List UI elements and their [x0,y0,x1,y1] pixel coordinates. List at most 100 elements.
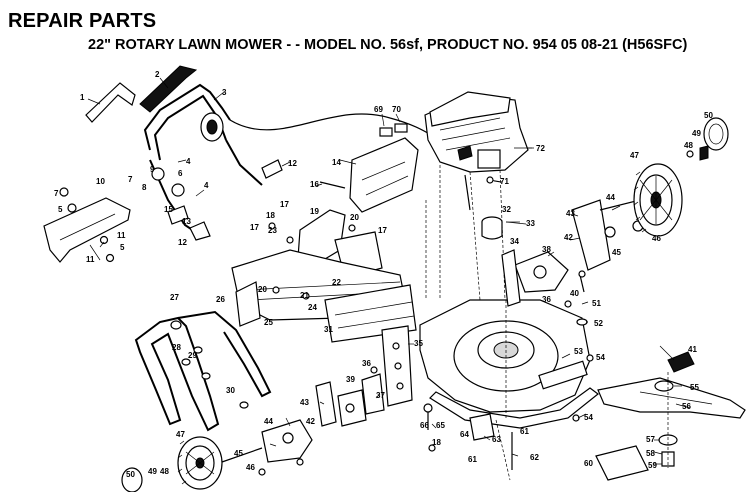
front-axle [599,199,641,211]
callout-47a: 47 [630,151,639,160]
part-callouts: 1 2 3 4 4 5 5 6 7 7 8 9 10 11 11 12 12 1… [54,70,713,479]
callout-69: 69 [374,105,383,114]
rear-bracket-plate [43,197,131,263]
callout-12b: 12 [178,238,187,247]
callout-54a: 54 [596,353,605,362]
callout-53: 53 [574,347,583,356]
adjuster-arm [571,199,611,271]
callout-29: 29 [188,351,197,360]
callout-61a: 61 [520,427,529,436]
callout-63: 63 [492,435,501,444]
callout-51: 51 [592,299,601,308]
callout-20a: 20 [350,213,359,222]
callout-38: 38 [542,245,551,254]
spark-plug [457,145,473,161]
callout-34: 34 [510,237,519,246]
deck-label [595,445,649,481]
callout-44a: 44 [606,193,615,202]
hubcap [121,467,143,492]
upper-handle [143,83,231,151]
callout-46a: 46 [652,234,661,243]
callout-70: 70 [392,105,401,114]
control-bail [139,65,198,113]
callout-32: 32 [502,205,511,214]
bolt [428,444,436,452]
deck-plate [538,360,588,390]
callout-7b: 7 [128,175,133,184]
callout-50b: 50 [126,470,135,479]
bolt [59,187,69,197]
callout-1: 1 [80,93,85,102]
handle-assembly [85,65,441,241]
nut [576,318,588,326]
callout-60: 60 [584,459,593,468]
callout-19: 19 [310,207,319,216]
page-subtitle: 22" ROTARY LAWN MOWER - - MODEL NO. 56sf… [88,37,688,53]
callout-17a: 17 [280,200,289,209]
lower-handle-right-rail [177,310,272,398]
rope-guide [85,82,136,123]
callout-48b: 48 [160,467,169,476]
cutting-blade [597,377,746,419]
callout-28: 28 [172,343,181,352]
callout-35: 35 [414,339,423,348]
shield [469,413,495,441]
callout-20b: 20 [258,285,267,294]
fasteners [268,222,649,481]
callout-17b: 17 [250,223,259,232]
callout-37: 37 [376,391,385,400]
callout-22: 22 [332,278,341,287]
callout-6: 6 [178,169,183,178]
callout-16: 16 [310,180,319,189]
washer [105,253,115,263]
callout-4a: 4 [186,157,191,166]
blade-assembly [597,351,746,468]
cable-clip [261,159,283,179]
callout-52: 52 [594,319,603,328]
callout-7a: 7 [54,189,59,198]
rear-adjuster-arm [315,381,337,427]
callout-56: 56 [682,402,691,411]
callout-47b: 47 [176,430,185,439]
callout-62: 62 [530,453,539,462]
handle-knob [151,167,165,181]
lower-handle [134,310,272,432]
callout-55: 55 [690,383,699,392]
callout-71: 71 [500,177,509,186]
callout-41: 41 [688,345,697,354]
page-title: REPAIR PARTS [8,10,157,32]
rear-bracket [43,187,131,263]
callout-66: 66 [420,421,429,430]
callout-26: 26 [216,295,225,304]
blade-adapter [654,380,674,392]
callout-33: 33 [526,219,535,228]
engine [424,91,534,211]
callout-5b: 5 [120,243,125,252]
callout-3: 3 [222,88,227,97]
callout-31: 31 [324,325,333,334]
callout-11a: 11 [86,255,95,264]
engine-spacer [481,216,527,240]
height-adjuster-rear [361,325,413,415]
callout-2: 2 [155,70,160,79]
callout-27: 27 [170,293,179,302]
callout-12a: 12 [288,159,297,168]
callout-57: 57 [646,435,655,444]
washer [686,150,694,158]
callout-36b: 36 [542,295,551,304]
engine-cover [429,91,511,127]
callout-36a: 36 [362,359,371,368]
lower-handle-frame [134,316,220,432]
callout-72: 72 [536,144,545,153]
blade-adapter-key [667,351,695,373]
bracket-70 [394,123,408,133]
callout-43a: 43 [566,209,575,218]
air-filter [477,149,501,169]
callout-40: 40 [570,289,579,298]
leader-lines [87,77,691,465]
callout-18a: 18 [266,211,275,220]
engine-control-hub [206,119,218,135]
callout-64: 64 [460,430,469,439]
callout-15: 15 [164,205,173,214]
